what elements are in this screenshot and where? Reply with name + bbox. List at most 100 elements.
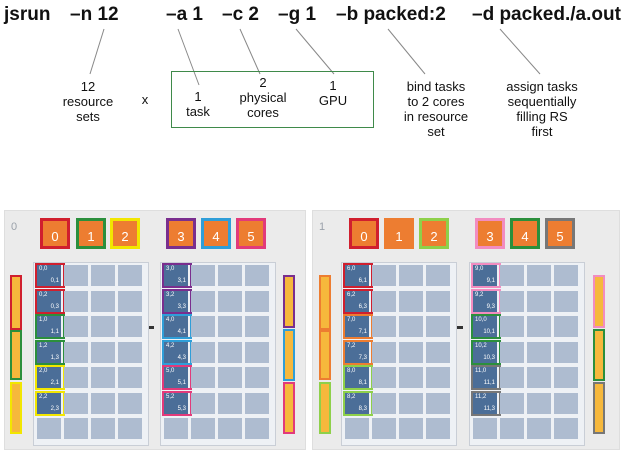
core-pair <box>426 265 450 286</box>
task-label: 6,0 <box>347 266 356 272</box>
task-label: 6,1 <box>358 278 367 284</box>
core-pair <box>372 367 396 388</box>
core-pair <box>527 341 551 363</box>
core-pair <box>37 418 61 439</box>
cmd-program: ./a.out <box>565 4 621 25</box>
core-pair <box>218 265 242 286</box>
gpu-box: 0 <box>40 218 70 249</box>
core-pair <box>554 418 578 439</box>
gpu-box: 3 <box>475 218 505 249</box>
task-label: 7,0 <box>347 317 356 323</box>
task-label: 8,1 <box>358 380 367 386</box>
task-label: 11,3 <box>483 405 495 412</box>
socket-memory-bar <box>319 382 331 434</box>
core-pair <box>118 367 142 388</box>
task-label: 1,2 <box>39 342 48 349</box>
socket-memory-bar <box>10 330 22 380</box>
label-times: x <box>141 92 149 107</box>
core-pair <box>191 418 215 439</box>
core-pair <box>554 265 578 286</box>
core-pair <box>91 392 115 414</box>
core-pair <box>64 265 88 286</box>
core-pair <box>372 290 396 312</box>
label-resource-sets: 12 resource sets <box>62 79 114 124</box>
cmd-c-flag: –c 2 <box>222 4 259 25</box>
core-pair <box>245 367 269 388</box>
core-pair <box>191 367 215 388</box>
core-pair <box>399 316 423 337</box>
core-pair <box>91 290 115 312</box>
socket-memory-bar <box>593 382 605 434</box>
label-binding: bind tasks to 2 cores in resource set <box>403 79 469 139</box>
task-label: 5,0 <box>166 368 175 374</box>
core-pair <box>473 418 497 439</box>
core-pair <box>500 290 524 312</box>
task-label: 0,2 <box>39 291 48 298</box>
core-pair <box>91 341 115 363</box>
core-pair <box>554 316 578 337</box>
core-pair <box>191 290 215 312</box>
core-pair <box>64 418 88 439</box>
core-pair <box>372 265 396 286</box>
core-pair <box>64 316 88 337</box>
annotation-connectors <box>89 28 541 86</box>
task-label: 1,0 <box>39 317 48 323</box>
task-label: 8,2 <box>347 393 356 400</box>
task-label: 3,3 <box>177 303 186 310</box>
socket-memory-bar <box>593 329 605 381</box>
gpu-box: 5 <box>545 218 575 249</box>
core-pair <box>64 392 88 414</box>
task-label: 10,0 <box>475 317 487 323</box>
label-gpu: 1 GPU <box>318 78 348 108</box>
task-label: 6,3 <box>358 303 367 310</box>
core-pair <box>527 392 551 414</box>
core-pair <box>245 265 269 286</box>
task-label: 9,0 <box>475 266 484 272</box>
task-label: 0,0 <box>39 266 48 272</box>
task-label: 11,1 <box>483 380 495 386</box>
socket-link <box>148 326 154 329</box>
connector-d <box>499 28 541 75</box>
core-pair <box>118 265 142 286</box>
connector-n <box>89 28 105 75</box>
task-label: 6,2 <box>347 291 356 298</box>
task-label: 4,0 <box>166 317 175 323</box>
core-pair <box>91 265 115 286</box>
socket-memory-bar <box>593 275 605 328</box>
task-label: 7,2 <box>347 342 356 349</box>
core-pair <box>500 418 524 439</box>
gpu-box: 1 <box>384 218 414 249</box>
socket-memory-bar <box>283 329 295 381</box>
task-label: 8,0 <box>347 368 356 374</box>
connector-b <box>387 28 426 75</box>
core-pair <box>218 316 242 337</box>
core-pair <box>527 367 551 388</box>
core-pair <box>554 367 578 388</box>
task-label: 9,2 <box>475 291 484 298</box>
node-number: 0 <box>11 221 18 233</box>
core-pair <box>245 290 269 312</box>
core-pair <box>500 341 524 363</box>
core-pair <box>554 392 578 414</box>
gpu-box: 5 <box>236 218 266 249</box>
core-pair <box>500 367 524 388</box>
core-pair <box>527 265 551 286</box>
core-pair <box>527 316 551 337</box>
task-label: 2,3 <box>50 405 59 412</box>
core-pair <box>91 418 115 439</box>
task-label: 4,3 <box>177 354 186 361</box>
task-label: 2,0 <box>39 368 48 374</box>
socket-link <box>457 326 463 329</box>
